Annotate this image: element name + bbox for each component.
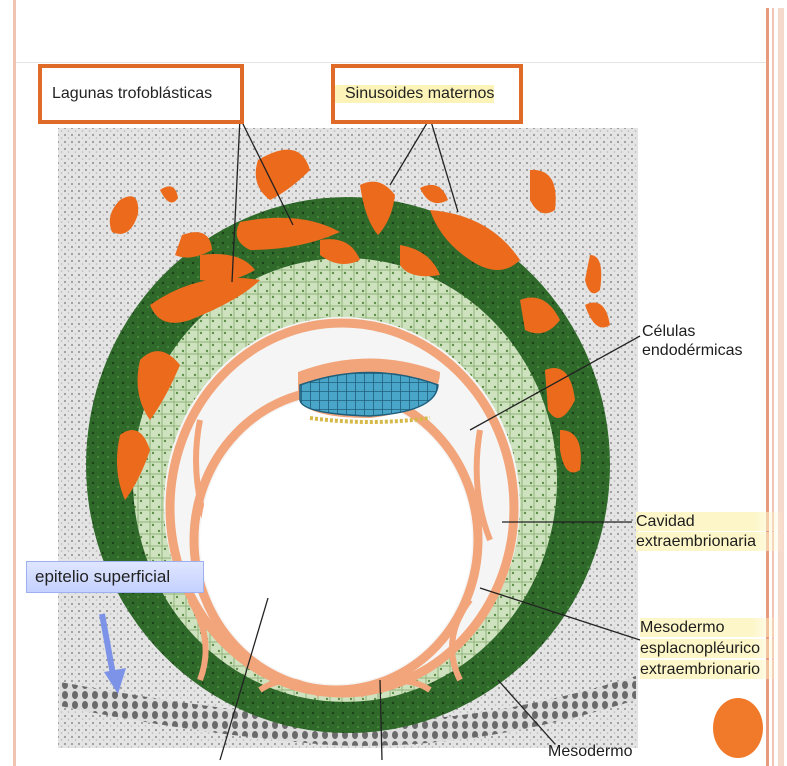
celulas-label-1: Células (642, 322, 695, 341)
mesodermo-espl-label-3: extraembrionario (640, 660, 780, 679)
lagunas-label: Lagunas trofoblásticas (42, 85, 212, 103)
mesodermo-espl-label-1: Mesodermo (640, 618, 780, 637)
cavidad-label-2: extraembrionaria (636, 532, 784, 551)
epitelio-label: epitelio superficial (26, 561, 204, 593)
mesodermo-bottom-label: Mesodermo (548, 742, 632, 761)
sinusoides-label-box: Sinusoides maternos (331, 64, 523, 124)
sinusoides-label: Sinusoides maternos (335, 85, 494, 103)
mesodermo-espl-label-2: esplacnopléurico (640, 639, 780, 658)
chorionic-cavity (200, 396, 472, 684)
lagunas-label-box: Lagunas trofoblásticas (38, 64, 244, 124)
celulas-label-2: endodérmicas (642, 341, 743, 360)
decorative-orange-circle (713, 698, 763, 758)
cavidad-label-1: Cavidad (636, 512, 784, 531)
